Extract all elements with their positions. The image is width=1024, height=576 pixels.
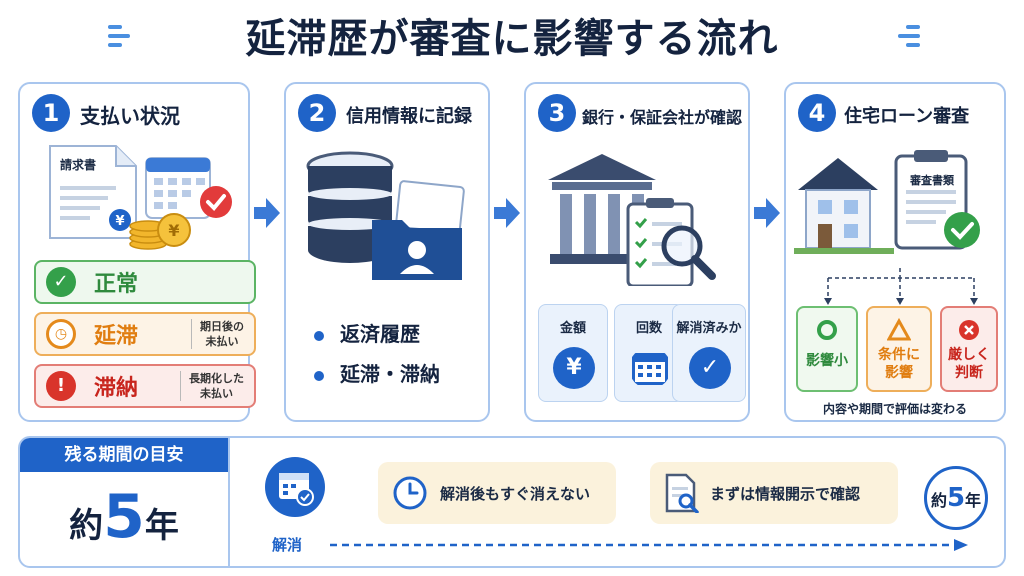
step-number: 1 — [32, 94, 70, 132]
step-panel-credit-record: 2 信用情報に記録 返済履歴 延滞・滞納 — [284, 82, 490, 422]
result-label: 厳しく判断 — [948, 347, 990, 381]
note-check-disclosure: まずは情報開示で確認 — [650, 462, 898, 524]
retention-heading: 残る期間の目安 — [20, 438, 228, 472]
check-label: 解消済みか — [676, 321, 742, 336]
arrow-right-icon — [754, 198, 780, 228]
check-label: 回数 — [635, 321, 662, 336]
invoice-label: 請求書 — [60, 158, 97, 172]
step-title: 信用情報に記録 — [346, 106, 472, 127]
check-card-amount: 金額 ¥ — [538, 304, 608, 402]
page-title: 延滞歴が審査に影響する流れ — [245, 16, 779, 62]
check-circle-icon: ✓ — [46, 267, 76, 297]
circle-icon — [817, 320, 837, 340]
note-not-removed-immediately: 解消後もすぐ消えない — [378, 462, 616, 524]
result-low-impact: 影響小 — [796, 306, 858, 392]
step-title: 銀行・保証会社が確認 — [582, 108, 743, 127]
check-card-resolved: 解消済みか ✓ — [672, 304, 746, 402]
result-label: 影響小 — [806, 353, 848, 369]
arrow-right-icon — [494, 198, 520, 228]
svg-text:¥: ¥ — [168, 221, 179, 240]
review-document-icon — [894, 150, 980, 250]
svg-text:¥: ¥ — [115, 214, 124, 229]
status-arrears: ! 滞納 長期化した未払い — [34, 364, 256, 408]
step-title: 支払い状況 — [80, 104, 180, 128]
step-number: 2 — [298, 94, 336, 132]
branch-connector — [824, 268, 978, 305]
status-label: 延滞 — [94, 324, 139, 349]
exclamation-icon: ! — [46, 371, 76, 401]
step-title: 住宅ローン審査 — [844, 106, 970, 127]
result-conditional: 条件に影響 — [866, 306, 932, 392]
coins-icon: ¥ — [129, 213, 191, 250]
calendar-icon — [145, 157, 232, 219]
note-text: 解消後もすぐ消えない — [440, 484, 591, 503]
step-panel-mortgage-review: 4 住宅ローン審査 審査書類 影響小 条件に影響 厳しく判断 内容や期間で評価は… — [784, 82, 1006, 422]
clock-icon: ◷ — [46, 319, 76, 349]
calendar-icon — [632, 353, 668, 385]
invoice-icon: ¥ — [49, 145, 137, 239]
doc-label: 審査書類 — [910, 174, 954, 187]
status-note: 期日後の未払い — [191, 319, 244, 349]
status-label: 滞納 — [94, 376, 139, 401]
sparkle-right-icon — [898, 20, 920, 52]
check-label: 金額 — [559, 321, 586, 336]
status-label: 正常 — [94, 272, 139, 297]
bullet-delinquency: 延滞・滞納 — [314, 358, 440, 387]
retention-value: 約5年 — [69, 482, 179, 552]
retention-summary: 残る期間の目安 約5年 — [20, 438, 230, 566]
step-panel-bank-check: 3 銀行・保証会社が確認 金額 ¥ 回数 解消済みか ✓ — [524, 82, 750, 422]
step-number: 3 — [538, 94, 576, 132]
status-normal: ✓ 正常 — [34, 260, 256, 304]
note-text: まずは情報開示で確認 — [710, 484, 861, 503]
arrow-right-icon — [254, 198, 280, 228]
document-search-icon — [665, 473, 699, 513]
timeline-arrow — [330, 539, 968, 551]
result-label: 条件に影響 — [878, 347, 920, 381]
resolve-label: 解消 — [272, 536, 303, 554]
calendar-check-icon — [265, 457, 325, 517]
check-icon: ✓ — [689, 347, 731, 389]
bullet-repayment-history: 返済履歴 — [314, 318, 420, 347]
step-number: 4 — [798, 94, 836, 132]
yen-icon: ¥ — [553, 347, 595, 389]
status-delinquent: ◷ 延滞 期日後の未払い — [34, 312, 256, 356]
bank-icon — [548, 154, 716, 286]
status-note: 長期化した未払い — [180, 371, 244, 401]
retention-period-band: 残る期間の目安 約5年 解消 解消後もすぐ消えない まずは情報開示で確認 約5年 — [18, 436, 1006, 568]
end-period-badge: 約5年 — [924, 466, 988, 530]
x-circle-icon — [959, 320, 979, 340]
step-panel-payment-status: 1 支払い状況 ¥ 請求書 ¥ ✓ 正常 ◷ 延滞 期日後の未払い ! — [18, 82, 256, 422]
evaluation-caption: 内容や期間で評価は変わる — [822, 402, 967, 416]
triangle-icon — [887, 318, 911, 341]
result-strict: 厳しく判断 — [940, 306, 998, 392]
database-icon — [306, 151, 465, 280]
clock-icon — [393, 476, 427, 510]
house-icon — [794, 158, 894, 254]
sparkle-left-icon — [108, 20, 130, 52]
